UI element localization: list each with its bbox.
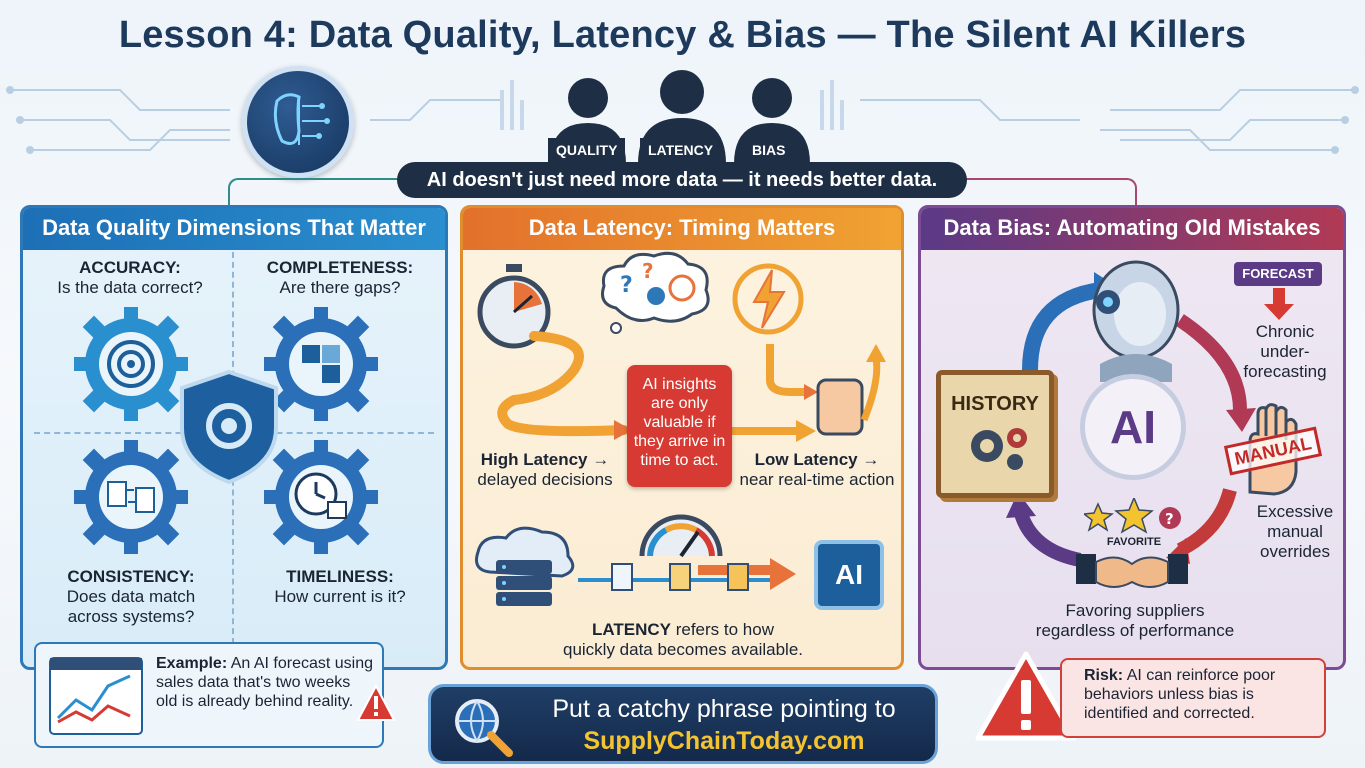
favoring-label: Favoring suppliers regardless of perform… — [1010, 601, 1260, 641]
ai-chip-icon: AI — [814, 540, 884, 610]
excessive-line-2: manual — [1267, 522, 1323, 541]
page-title: Lesson 4: Data Quality, Latency & Bias —… — [118, 14, 1247, 56]
tag-latency: LATENCY — [640, 138, 722, 162]
svg-text:?: ? — [620, 273, 633, 298]
svg-text:?: ? — [642, 259, 654, 283]
accuracy-target-gear-icon — [74, 307, 188, 421]
thought-cloud-icon: ? ? — [601, 251, 710, 334]
completeness-question: Are there gaps? — [279, 278, 401, 297]
timeliness-question: How current is it? — [274, 587, 406, 606]
completeness-label: COMPLETENESS: Are there gaps? — [240, 258, 440, 298]
latency-def-line2: quickly data becomes available. — [562, 640, 804, 659]
quality-panel-title: Data Quality Dimensions That Matter — [23, 208, 445, 250]
history-label: HISTORY — [951, 393, 1039, 415]
low-latency-label: Low Latency → near real-time action — [734, 450, 900, 490]
timeliness-label: TIMELINESS: How current is it? — [250, 567, 430, 607]
quality-connector — [228, 178, 400, 208]
quality-panel: Data Quality Dimensions That Matter — [20, 205, 448, 670]
warning-icon-large — [975, 651, 1077, 741]
risk-text: AI can reinforce poor behaviors unless b… — [1084, 667, 1276, 722]
globe-search-icon — [455, 699, 513, 757]
timeliness-name: TIMELINESS: — [286, 567, 394, 586]
fist-arrow-icon — [766, 344, 886, 436]
accuracy-label: ACCURACY: Is the data correct? — [40, 258, 220, 298]
down-arrow-icon — [1264, 288, 1294, 320]
excessive-label: Excessive manual overrides — [1250, 502, 1340, 562]
cta-banner[interactable]: Put a catchy phrase pointing to SupplyCh… — [428, 684, 938, 764]
bias-panel-title: Data Bias: Automating Old Mistakes — [921, 208, 1343, 250]
fast-arrow — [730, 420, 816, 442]
example-callout: Example: An AI forecast using sales data… — [34, 642, 384, 748]
favorite-label: FAVORITE — [1106, 536, 1162, 548]
excessive-line-3: overrides — [1260, 542, 1330, 561]
latency-definition: LATENCY refers to how quickly data becom… — [510, 620, 856, 660]
low-latency-sub: near real-time action — [739, 470, 895, 489]
example-body: An AI forecast using sales data that's t… — [156, 655, 374, 710]
data-flow-arrow — [578, 558, 796, 591]
tag-bias: BIAS — [744, 138, 794, 162]
cloud-server-icon — [475, 526, 575, 606]
svg-text:?: ? — [1165, 510, 1174, 528]
low-latency-title: Low Latency → — [754, 450, 880, 469]
risk-callout: Risk: AI can reinforce poor behaviors un… — [1060, 658, 1326, 738]
shield-gear-icon — [180, 369, 278, 485]
latency-term: LATENCY — [591, 620, 671, 639]
accuracy-name: ACCURACY: — [79, 258, 181, 277]
consistency-name: CONSISTENCY: — [67, 567, 195, 586]
cta-line-1: Put a catchy phrase pointing to — [552, 695, 896, 723]
forecast-chart-icon — [49, 657, 143, 735]
chronic-label: Chronic under- forecasting — [1236, 322, 1334, 382]
example-text: Example: An AI forecast using sales data… — [156, 654, 376, 711]
ai-circle: AI — [1080, 374, 1186, 480]
handshake-icon — [1076, 554, 1188, 588]
high-latency-label: High Latency → delayed decisions — [470, 450, 620, 490]
history-gears-icon — [971, 428, 1027, 470]
ai-circle-label: AI — [1110, 401, 1156, 453]
timeliness-clock-gear-icon — [264, 440, 378, 554]
completeness-name: COMPLETENESS: — [266, 258, 414, 277]
warning-icon-small — [356, 684, 396, 721]
forecast-tag-label: FORECAST — [1242, 266, 1314, 281]
brain-circuit-icon — [242, 66, 354, 178]
consistency-docs-gear-icon — [74, 440, 188, 554]
winding-path-slow — [497, 331, 632, 440]
robot-head-icon — [1092, 260, 1180, 382]
example-label: Example: — [156, 655, 228, 672]
chronic-line-3: forecasting — [1243, 362, 1327, 381]
chronic-line-1: Chronic — [1255, 322, 1315, 341]
cta-link[interactable]: SupplyChainToday.com — [583, 727, 865, 755]
ai-chip-label: AI — [835, 559, 863, 590]
chronic-line-2: under- — [1260, 342, 1310, 361]
bias-connector — [965, 178, 1137, 208]
latency-def-rest: refers to how — [671, 620, 774, 639]
high-latency-title: High Latency → — [480, 450, 610, 469]
consistency-label: CONSISTENCY: Does data match across syst… — [36, 567, 226, 627]
history-book-icon: HISTORY — [936, 370, 1054, 498]
consistency-question-1: Does data match — [66, 587, 196, 606]
completeness-puzzle-gear-icon — [264, 307, 378, 421]
risk-label: Risk: — [1084, 667, 1124, 684]
insight-callout: AI insights are only valuable if they ar… — [627, 365, 732, 487]
tag-quality: QUALITY — [548, 138, 626, 162]
favoring-line-1: Favoring suppliers — [1065, 601, 1205, 620]
stopwatch-icon — [477, 264, 551, 349]
stars-icon: ? — [1084, 498, 1181, 534]
circuit-decoration — [6, 80, 1359, 154]
accuracy-question: Is the data correct? — [57, 278, 203, 297]
consistency-question-2: across systems? — [67, 607, 195, 626]
lightning-icon — [732, 263, 804, 335]
tagline: AI doesn't just need more data — it need… — [397, 162, 967, 198]
favoring-line-2: regardless of performance — [1035, 621, 1235, 640]
gauge-icon — [639, 514, 723, 558]
forecast-tag: FORECAST — [1234, 262, 1322, 286]
high-latency-sub: delayed decisions — [477, 470, 613, 489]
latency-panel-title: Data Latency: Timing Matters — [463, 208, 901, 250]
excessive-line-1: Excessive — [1256, 502, 1334, 521]
